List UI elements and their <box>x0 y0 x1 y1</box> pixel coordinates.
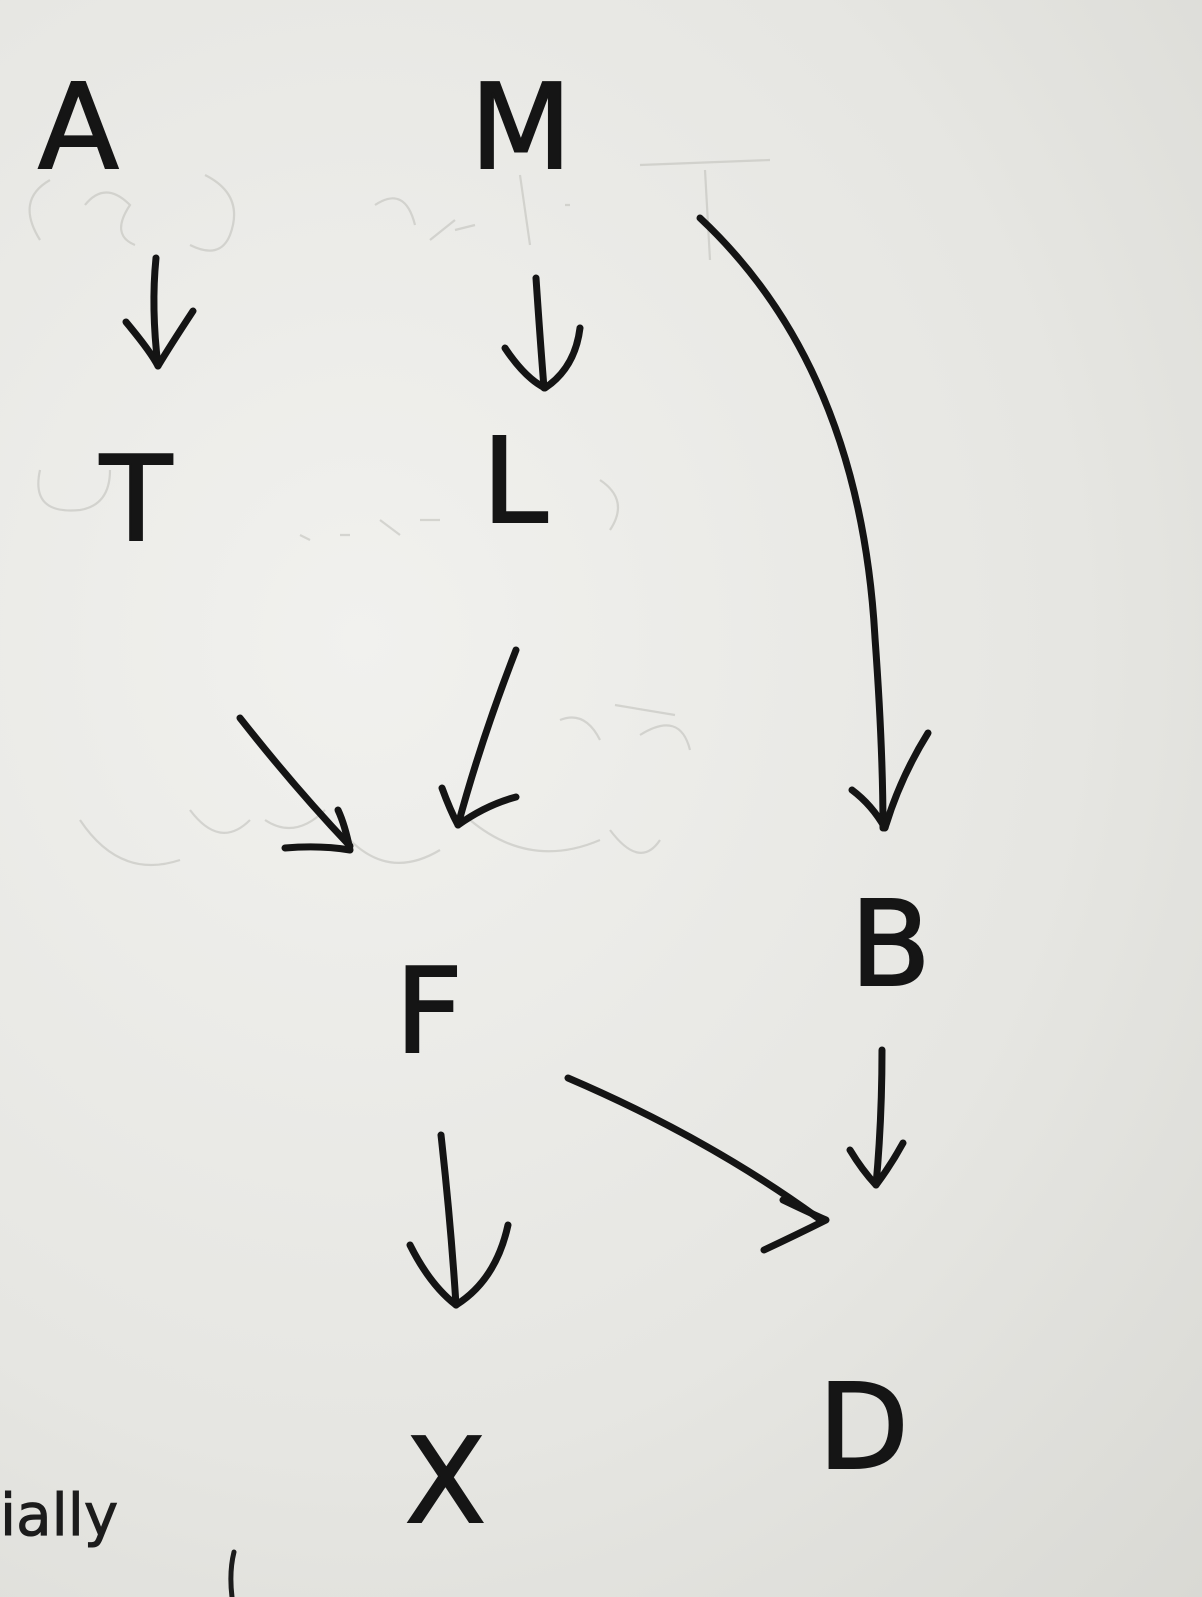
edge-a-to-t <box>122 254 197 370</box>
edge-t-to-f <box>236 714 354 854</box>
node-l: L <box>482 412 548 550</box>
edge-b-to-d <box>846 1046 907 1189</box>
edge-l-to-f <box>438 646 520 829</box>
edge-m-to-l <box>501 274 584 392</box>
node-m: M <box>470 58 572 196</box>
margin-note: ially <box>0 1481 118 1549</box>
node-t: T <box>99 430 173 568</box>
edge-f-to-d <box>564 1074 830 1254</box>
node-f: F <box>395 942 463 1080</box>
edge-m-to-b <box>696 214 932 832</box>
edge-f-to-x <box>406 1131 512 1309</box>
node-d: D <box>818 1358 909 1496</box>
bleed-through-marks <box>28 158 771 867</box>
node-a: A <box>38 58 119 196</box>
margin-stroke <box>228 1549 237 1597</box>
node-b: B <box>850 875 931 1013</box>
node-x: X <box>405 1412 486 1550</box>
